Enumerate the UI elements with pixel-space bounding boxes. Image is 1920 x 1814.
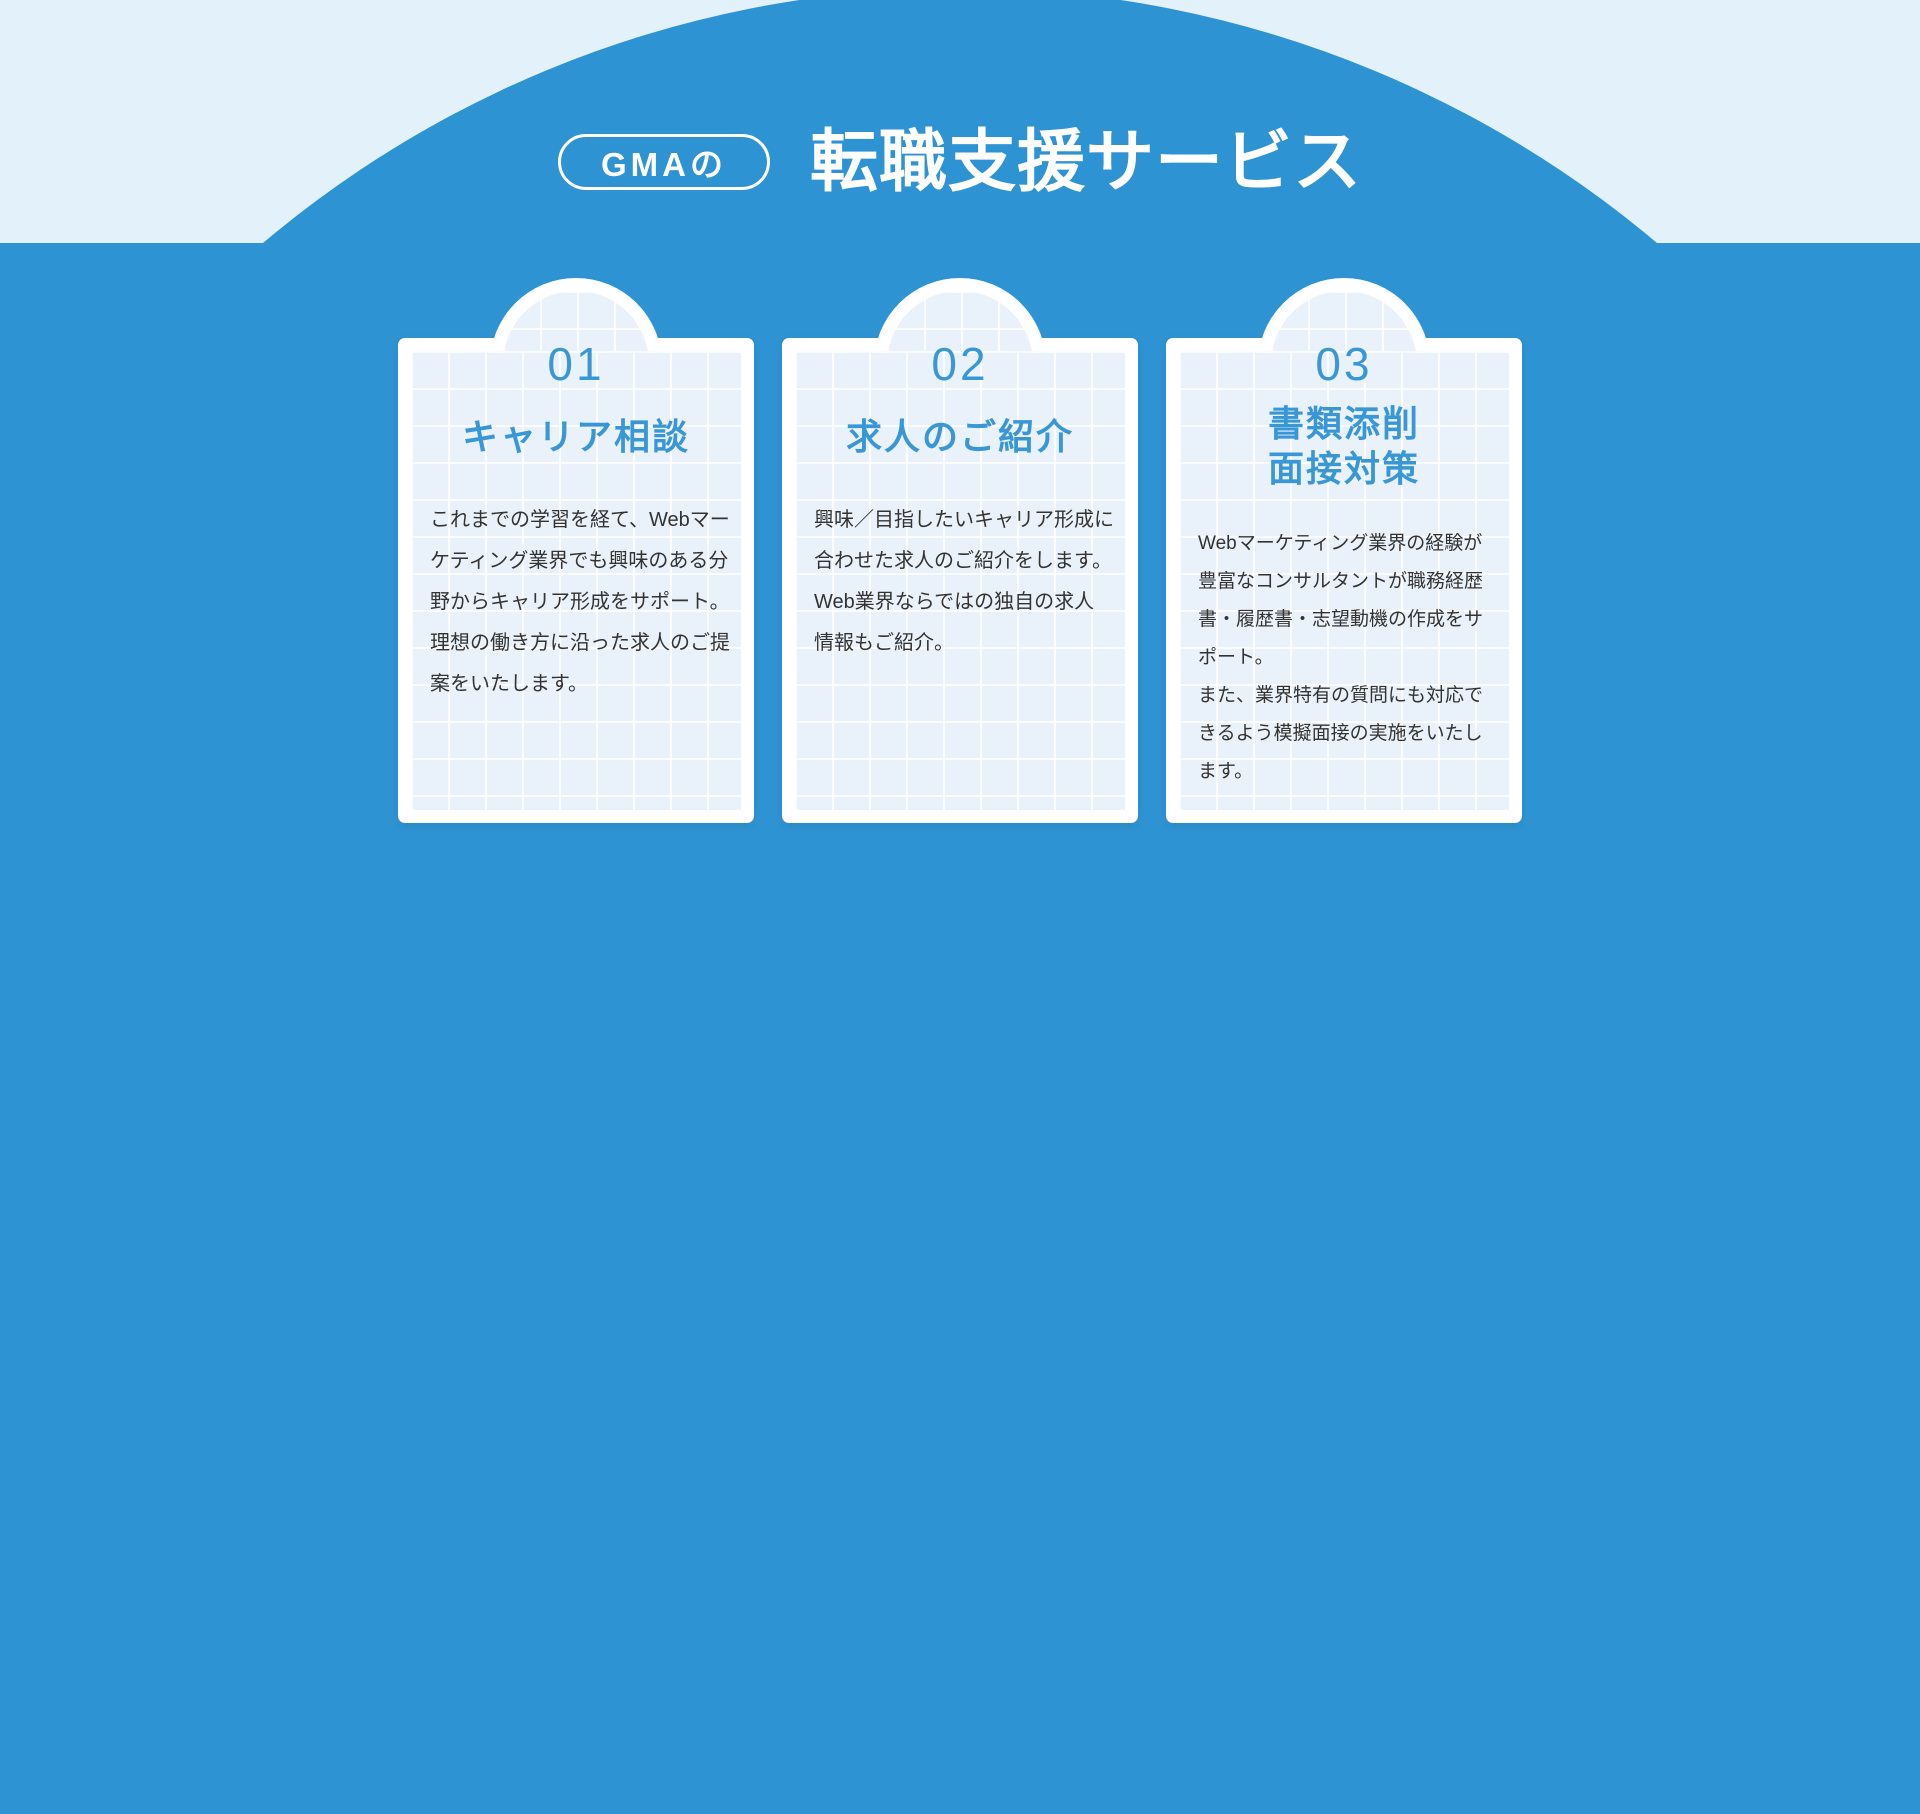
service-card-1: キャリア相談 これまでの学習を経て、Webマー ケティング業界でも興味のある分 … [398, 278, 754, 823]
card-body-line: 興味／目指したいキャリア形成に [814, 509, 1114, 531]
card-body-line: これまでの学習を経て、Webマー [430, 509, 730, 531]
brand-badge-label: GMAの [600, 146, 727, 183]
card-body-line: Web業界ならではの独自の求人 [814, 591, 1095, 613]
card-title-line: キャリア相談 [461, 416, 690, 457]
card-title: キャリア相談 [411, 413, 741, 460]
card-body: これまでの学習を経て、Webマー ケティング業界でも興味のある分 野からキャリア… [411, 500, 741, 705]
card-body: 興味／目指したいキャリア形成に 合わせた求人のご紹介をします。 Web業界ならで… [795, 500, 1125, 664]
service-card-2: 求人のご紹介 興味／目指したいキャリア形成に 合わせた求人のご紹介をします。 W… [782, 278, 1138, 823]
card-body-line: 案をいたします。 [430, 673, 588, 695]
card-number: 01 [547, 338, 605, 390]
page-title: 転職支援サービス [809, 124, 1362, 200]
card-body-line: 情報もご紹介。 [814, 632, 954, 654]
card-title-line: 面接対策 [1267, 448, 1420, 489]
card-body-line: 理想の働き方に沿った求人のご提 [430, 632, 730, 654]
card-title: 書類添削 面接対策 [1179, 401, 1509, 491]
card-body-line: ケティング業界でも興味のある分 [430, 550, 729, 572]
card-body-line: 野からキャリア形成をサポート。 [430, 591, 730, 613]
card-body-line: また、業界特有の質問にも対応で [1198, 685, 1484, 706]
card-body-line: Webマーケティング業界の経験が [1198, 533, 1483, 554]
card-inner: 書類添削 面接対策 Webマーケティング業界の経験が 豊富なコンサルタントが職務… [1179, 351, 1509, 810]
card-body-line: ポート。 [1198, 647, 1274, 668]
card-title: 求人のご紹介 [795, 413, 1125, 460]
card-body-line: ます。 [1198, 761, 1254, 782]
card-title-line: 書類添削 [1267, 403, 1420, 444]
card-body-line: 合わせた求人のご紹介をします。 [814, 550, 1112, 572]
service-card-3: 書類添削 面接対策 Webマーケティング業界の経験が 豊富なコンサルタントが職務… [1166, 278, 1522, 823]
brand-badge: GMAの [557, 134, 770, 190]
card-body-line: 書・履歴書・志望動機の作成をサ [1198, 609, 1484, 630]
card-body: Webマーケティング業界の経験が 豊富なコンサルタントが職務経歴 書・履歴書・志… [1179, 525, 1509, 791]
card-body-line: 豊富なコンサルタントが職務経歴 [1198, 571, 1484, 592]
card-inner: 求人のご紹介 興味／目指したいキャリア形成に 合わせた求人のご紹介をします。 W… [795, 351, 1125, 810]
card-number: 03 [1315, 338, 1373, 390]
card-body-line: きるよう模擬面接の実施をいたし [1198, 723, 1483, 744]
card-number: 02 [931, 338, 989, 390]
section-header: GMAの 転職支援サービス [0, 124, 1920, 200]
card-title-line: 求人のご紹介 [845, 416, 1074, 457]
cards-row: キャリア相談 これまでの学習を経て、Webマー ケティング業界でも興味のある分 … [0, 278, 1920, 823]
card-inner: キャリア相談 これまでの学習を経て、Webマー ケティング業界でも興味のある分 … [411, 351, 741, 810]
